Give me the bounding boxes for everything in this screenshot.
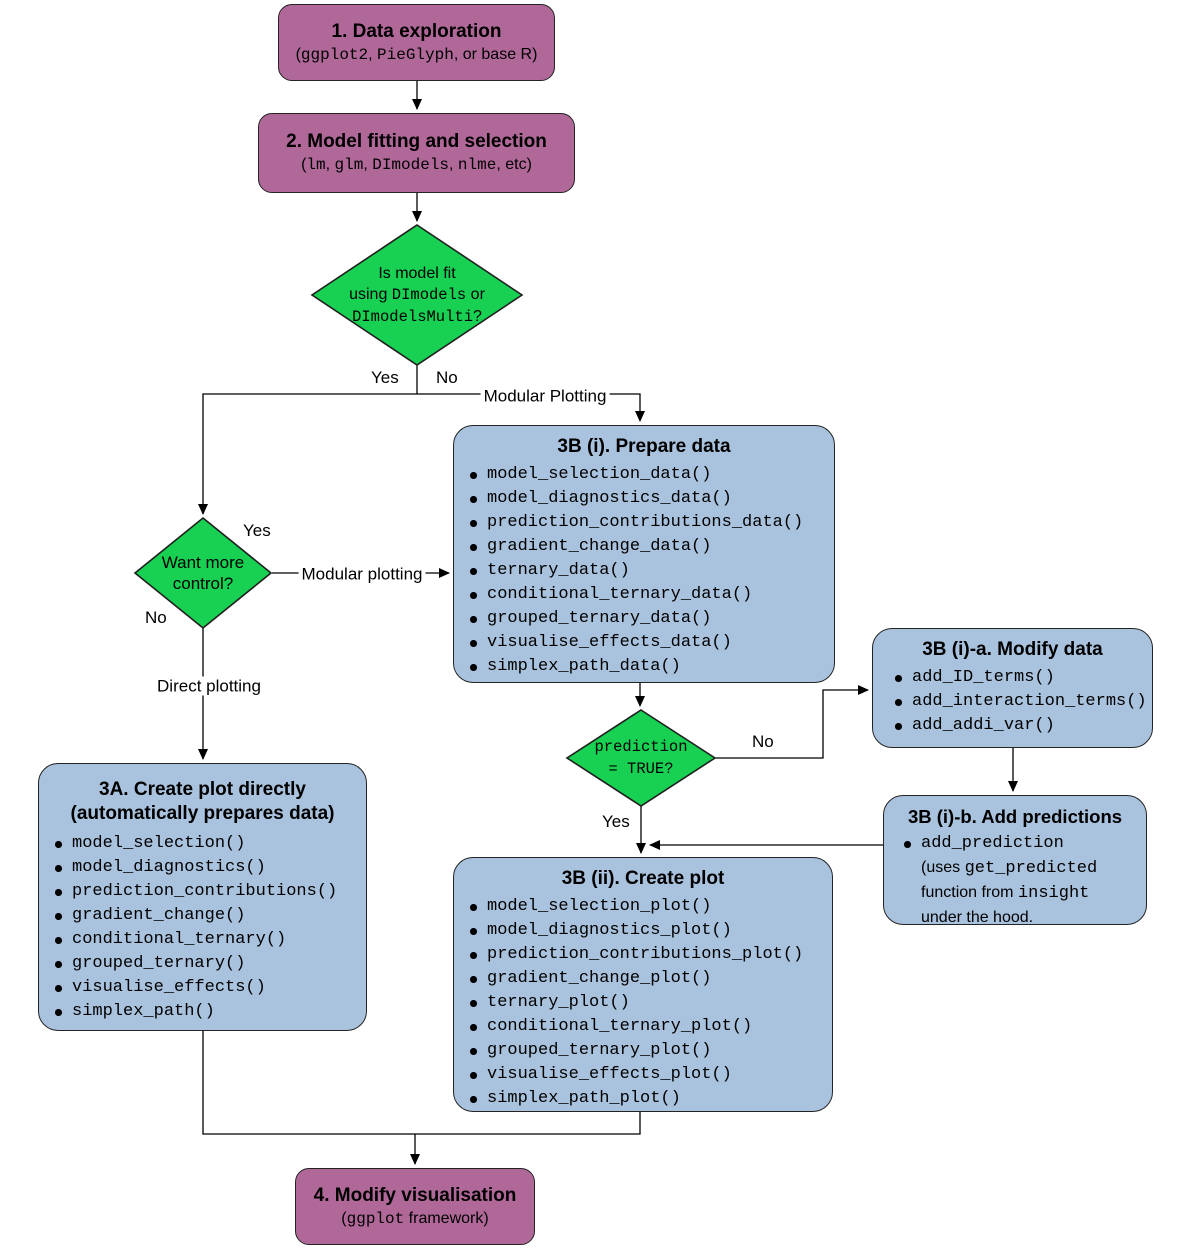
list-item: visualise_effects_data() xyxy=(470,631,834,655)
function-list: model_selection_data() model_diagnostics… xyxy=(454,463,834,679)
node-modify-data: 3B (i)-a. Modify data add_ID_terms() add… xyxy=(872,628,1153,748)
list-item: simplex_path_data() xyxy=(470,655,834,679)
list-item: grouped_ternary_data() xyxy=(470,607,834,631)
decision-prediction-true-shape xyxy=(565,709,717,807)
list-item: prediction_contributions_data() xyxy=(470,511,834,535)
edge-label-yes-3: Yes xyxy=(602,812,630,831)
list-item: conditional_ternary() xyxy=(55,928,366,952)
node-prepare-data: 3B (i). Prepare data model_selection_dat… xyxy=(453,425,835,683)
list-item: visualise_effects() xyxy=(55,976,366,1000)
edge-label-yes-2: Yes xyxy=(243,521,271,540)
node-title: 2. Model fitting and selection xyxy=(286,131,547,152)
list-item: visualise_effects_plot() xyxy=(470,1063,832,1087)
node-create-plot-modular: 3B (ii). Create plot model_selection_plo… xyxy=(453,857,833,1112)
decision-prediction-true-text: prediction= TRUE? xyxy=(594,738,688,778)
list-item: model_diagnostics_data() xyxy=(470,487,834,511)
list-item: model_diagnostics_plot() xyxy=(470,919,832,943)
list-item: prediction_contributions() xyxy=(55,880,366,904)
node-subtitle: (ggplot2, PieGlyph, or base R) xyxy=(295,45,538,64)
edge-label-no-3: No xyxy=(752,732,774,751)
node-add-predictions: 3B (i)-b. Add predictions add_prediction… xyxy=(883,795,1147,926)
list-item: model_selection() xyxy=(55,832,366,856)
edge-label-modular-plotting-top: Modular Plotting xyxy=(480,386,610,406)
node-model-fitting: 2. Model fitting and selection (lm, glm,… xyxy=(258,113,575,193)
node-title: 3B (i)-b. Add predictions xyxy=(907,806,1123,827)
list-item: conditional_ternary_plot() xyxy=(470,1015,832,1039)
list-item: model_selection_plot() xyxy=(470,895,832,919)
node-title-line2: (automatically prepares data) xyxy=(70,803,335,824)
node-title: 3B (i). Prepare data xyxy=(557,436,731,457)
list-item: add_addi_var() xyxy=(895,714,1152,738)
list-item: add_interaction_terms() xyxy=(895,690,1152,714)
node-subtitle: (lm, glm, DImodels, nlme, etc) xyxy=(301,156,532,174)
edge-decision1-yes xyxy=(198,393,417,515)
list-item: ternary_data() xyxy=(470,559,834,583)
decision-want-more-control-text: Want more control? xyxy=(161,553,245,593)
list-item: gradient_change_data() xyxy=(470,535,834,559)
function-list: add_ID_terms() add_interaction_terms() a… xyxy=(873,666,1152,738)
node-title: 4. Modify visualisation xyxy=(313,1184,517,1206)
list-item: ternary_plot() xyxy=(470,991,832,1015)
edge-decision3-no xyxy=(715,685,869,759)
list-item: grouped_ternary_plot() xyxy=(470,1039,832,1063)
node-subtitle: (ggplot framework) xyxy=(341,1209,489,1228)
list-item: add_ID_terms() xyxy=(895,666,1152,690)
list-item: simplex_path_plot() xyxy=(470,1087,832,1111)
edge-merge-bottom xyxy=(202,1031,641,1135)
edge-label-modular-plotting-mid: Modular plotting xyxy=(298,564,426,584)
list-item: gradient_change() xyxy=(55,904,366,928)
edge-label-yes-1: Yes xyxy=(371,368,399,387)
node-create-plot-directly: 3A. Create plot directly (automatically … xyxy=(38,763,367,1031)
list-item: model_diagnostics() xyxy=(55,856,366,880)
function-list: model_selection() model_diagnostics() pr… xyxy=(39,832,366,1024)
list-item: simplex_path() xyxy=(55,1000,366,1024)
node-modify-visualisation: 4. Modify visualisation (ggplot framewor… xyxy=(295,1168,535,1245)
list-item: gradient_change_plot() xyxy=(470,967,832,991)
list-item: prediction_contributions_plot() xyxy=(470,943,832,967)
edge-label-direct-plotting: Direct plotting xyxy=(154,676,264,696)
edge-label-no-1: No xyxy=(436,368,458,387)
node-title: 3B (i)-a. Modify data xyxy=(922,639,1103,660)
list-item: model_selection_data() xyxy=(470,463,834,487)
function-list: model_selection_plot() model_diagnostics… xyxy=(454,895,832,1111)
node-title: 3A. Create plot directly xyxy=(99,779,306,800)
node-data-exploration: 1. Data exploration (ggplot2, PieGlyph, … xyxy=(278,4,555,81)
decision-dimodels-shape xyxy=(310,224,524,366)
list-item: grouped_ternary() xyxy=(55,952,366,976)
node-title: 3B (ii). Create plot xyxy=(561,868,725,889)
decision-want-more-control-shape xyxy=(133,516,273,630)
list-item: conditional_ternary_data() xyxy=(470,583,834,607)
edge-label-no-2: No xyxy=(145,608,167,627)
node-title: 1. Data exploration xyxy=(331,20,502,42)
